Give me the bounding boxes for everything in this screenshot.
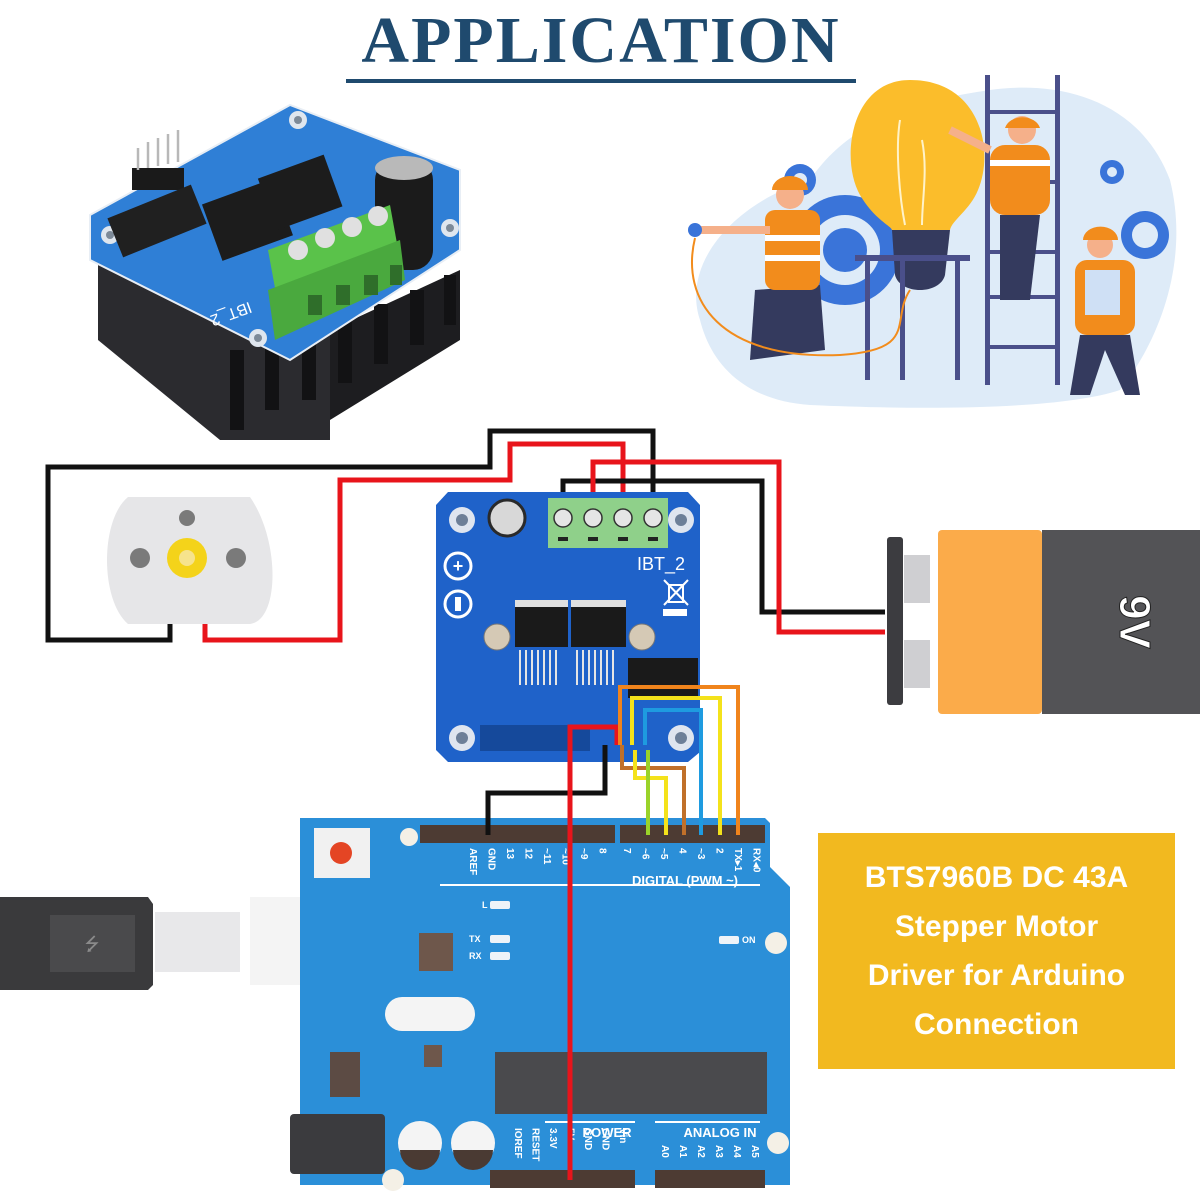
battery-9v: 9V [887, 530, 1200, 714]
voltage-regulator [330, 1052, 360, 1097]
caption-line-1: BTS7960B DC 43A [864, 861, 1129, 894]
analog-pin-label: A5 [749, 1145, 760, 1158]
wire-gnd-black [485, 745, 608, 835]
battery-label: 9V [1110, 595, 1159, 649]
power-header [490, 1170, 635, 1188]
worker-left [688, 176, 911, 360]
worker-right [1070, 226, 1140, 395]
analog-pin-label: A3 [713, 1145, 724, 1158]
weee-bin-icon [663, 579, 689, 616]
caption-box: BTS7960B DC 43A Stepper Motor Driver for… [818, 833, 1175, 1069]
screw-icon [628, 623, 656, 651]
analog-pin-label: A2 [695, 1145, 706, 1158]
pin-header [132, 130, 184, 190]
digital-pin-label: 13 [504, 848, 515, 860]
table [855, 255, 970, 380]
title-underline [346, 79, 856, 83]
plus-terminal-icon [443, 551, 473, 581]
led-label-on: ON [742, 935, 756, 945]
digital-header-label: DIGITAL (PWM ~) [632, 873, 738, 888]
led-rx [490, 952, 510, 960]
caption-line-2: Stepper Motor [894, 910, 1099, 943]
usb-chip [419, 933, 453, 971]
digital-pin-label: 12 [523, 848, 534, 860]
power-pin-label: RESET [530, 1128, 541, 1161]
wire-brown [620, 745, 686, 835]
wire-yellow-bottom [633, 750, 668, 835]
reset-button [330, 842, 352, 864]
analog-pin-label: A1 [677, 1145, 688, 1158]
crystal-oscillator [385, 997, 475, 1031]
bts7960-chip-2 [571, 602, 626, 647]
power-jack [290, 1114, 385, 1174]
board-capacitor [487, 498, 527, 538]
screw-icon [483, 623, 511, 651]
ibt2-driver-board: + IBT_2 [436, 492, 700, 762]
terminal-block [268, 205, 405, 340]
digital-pin-label: AREF [467, 848, 478, 875]
wire-motor-red [202, 441, 626, 643]
power-pin-label: Vin [617, 1128, 628, 1143]
usb-symbol-icon: ⭍ [85, 934, 100, 954]
led-label-l: L [482, 900, 488, 910]
led-label-tx: TX [469, 934, 481, 944]
arduino-uno-board: DIGITAL (PWM ~) L TX RX ON POWER ANALOG … [290, 818, 790, 1191]
caption-line-3: Driver for Arduino [867, 959, 1126, 992]
wire-orange [618, 685, 740, 835]
power-pin-label: 3.3V [547, 1128, 558, 1149]
product-photo-bts7960-module: IBT_2 [89, 103, 461, 440]
mosfet-chip-2 [257, 154, 343, 231]
wire-yellow-top [630, 696, 722, 835]
analog-pin-label: A0 [659, 1145, 670, 1158]
gear-icon-right [1121, 211, 1169, 259]
digital-pin-labels: AREF GND 13 12 ~11 ~10 ~9 8 7 ~6 ~5 4 ~3 2 TX▸1 RX◂0 [467, 848, 762, 875]
workers-illustration [688, 75, 1177, 408]
digital-pin-label: ~3 [695, 848, 706, 860]
plus-symbol: + [453, 556, 464, 576]
gear-icon-top-right [1100, 160, 1124, 184]
dc-motor [107, 497, 273, 624]
wire-blue [643, 708, 703, 835]
worker-ladder [948, 116, 1050, 300]
wire-vcc-red [567, 724, 620, 1180]
digital-pin-label: 7 [621, 848, 632, 854]
analog-pin-labels: A0 A1 A2 A3 A4 A5 [659, 1145, 760, 1158]
digital-pin-label: ~10 [560, 848, 571, 865]
digital-pin-label: 2 [714, 848, 725, 854]
half-bridge-ic [628, 658, 698, 698]
led-on [719, 936, 739, 944]
digital-pin-label: ~5 [658, 848, 669, 860]
digital-pin-label: ~11 [541, 848, 552, 865]
digital-pin-label: RX◂0 [751, 848, 762, 873]
digital-pin-label: TX▸1 [732, 848, 743, 872]
analog-header-label: ANALOG IN [684, 1125, 757, 1140]
analog-pin-label: A4 [731, 1145, 742, 1158]
wire-motor-black [45, 428, 656, 643]
digital-pin-label: 8 [597, 848, 608, 854]
driver-ic [107, 184, 207, 258]
minus-terminal-icon [443, 589, 473, 619]
digital-pin-label: 4 [677, 848, 688, 854]
digital-pin-label: ~9 [578, 848, 589, 860]
digital-pin-label: GND [486, 848, 497, 870]
analog-header [655, 1170, 765, 1188]
led-l [490, 901, 510, 909]
caption-line-4: Connection [914, 1008, 1079, 1041]
power-pin-label: GND [600, 1128, 611, 1150]
wire-battery-red [590, 459, 885, 635]
power-header-label: POWER [582, 1125, 632, 1140]
led-tx [490, 935, 510, 943]
atmega-chip [495, 1052, 767, 1114]
bts7960-chip-1 [515, 602, 568, 647]
power-pin-label: IOREF [512, 1128, 523, 1159]
digital-header-2 [620, 825, 765, 843]
power-pin-label: GND [582, 1128, 593, 1150]
led-label-rx: RX [469, 951, 482, 961]
digital-header-1 [420, 825, 615, 843]
board-label: IBT_2 [637, 554, 685, 575]
digital-pin-label: ~6 [640, 848, 651, 860]
page-title: APPLICATION [361, 4, 841, 77]
